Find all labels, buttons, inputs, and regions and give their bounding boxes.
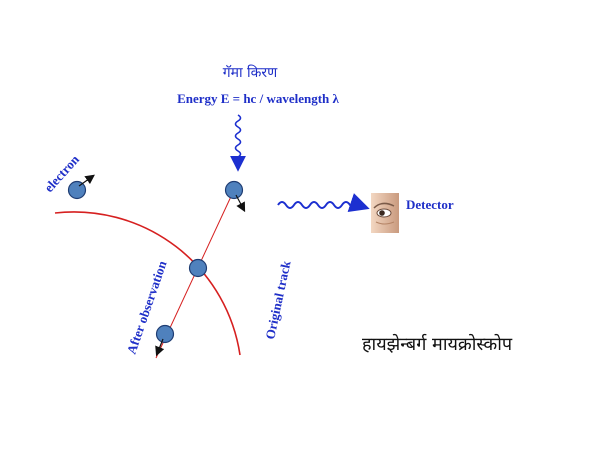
electron-velocity-arrow: [78, 174, 95, 187]
scattered-photon-wave: [277, 193, 370, 213]
electron-deflected-2: [155, 324, 175, 344]
diagram-title: हायझेन्बर्ग मायक्रोस्कोप: [362, 333, 513, 355]
electron-on-track: [67, 180, 87, 200]
gamma-ray-wave: [230, 114, 246, 172]
original-track-label: Original track: [262, 259, 293, 341]
eye-icon: [371, 193, 399, 233]
original-track-arc: [54, 211, 241, 356]
electron-at-collision: [224, 180, 244, 200]
energy-formula: Energy E = hc / wavelength λ: [177, 91, 339, 106]
detector-label: Detector: [406, 197, 454, 212]
deflected-direction-arrow: [155, 338, 165, 357]
gamma-ray-label: गॅमा किरण: [223, 64, 278, 81]
electron-deflected-1: [188, 258, 208, 278]
collision-arrow: [235, 194, 246, 213]
